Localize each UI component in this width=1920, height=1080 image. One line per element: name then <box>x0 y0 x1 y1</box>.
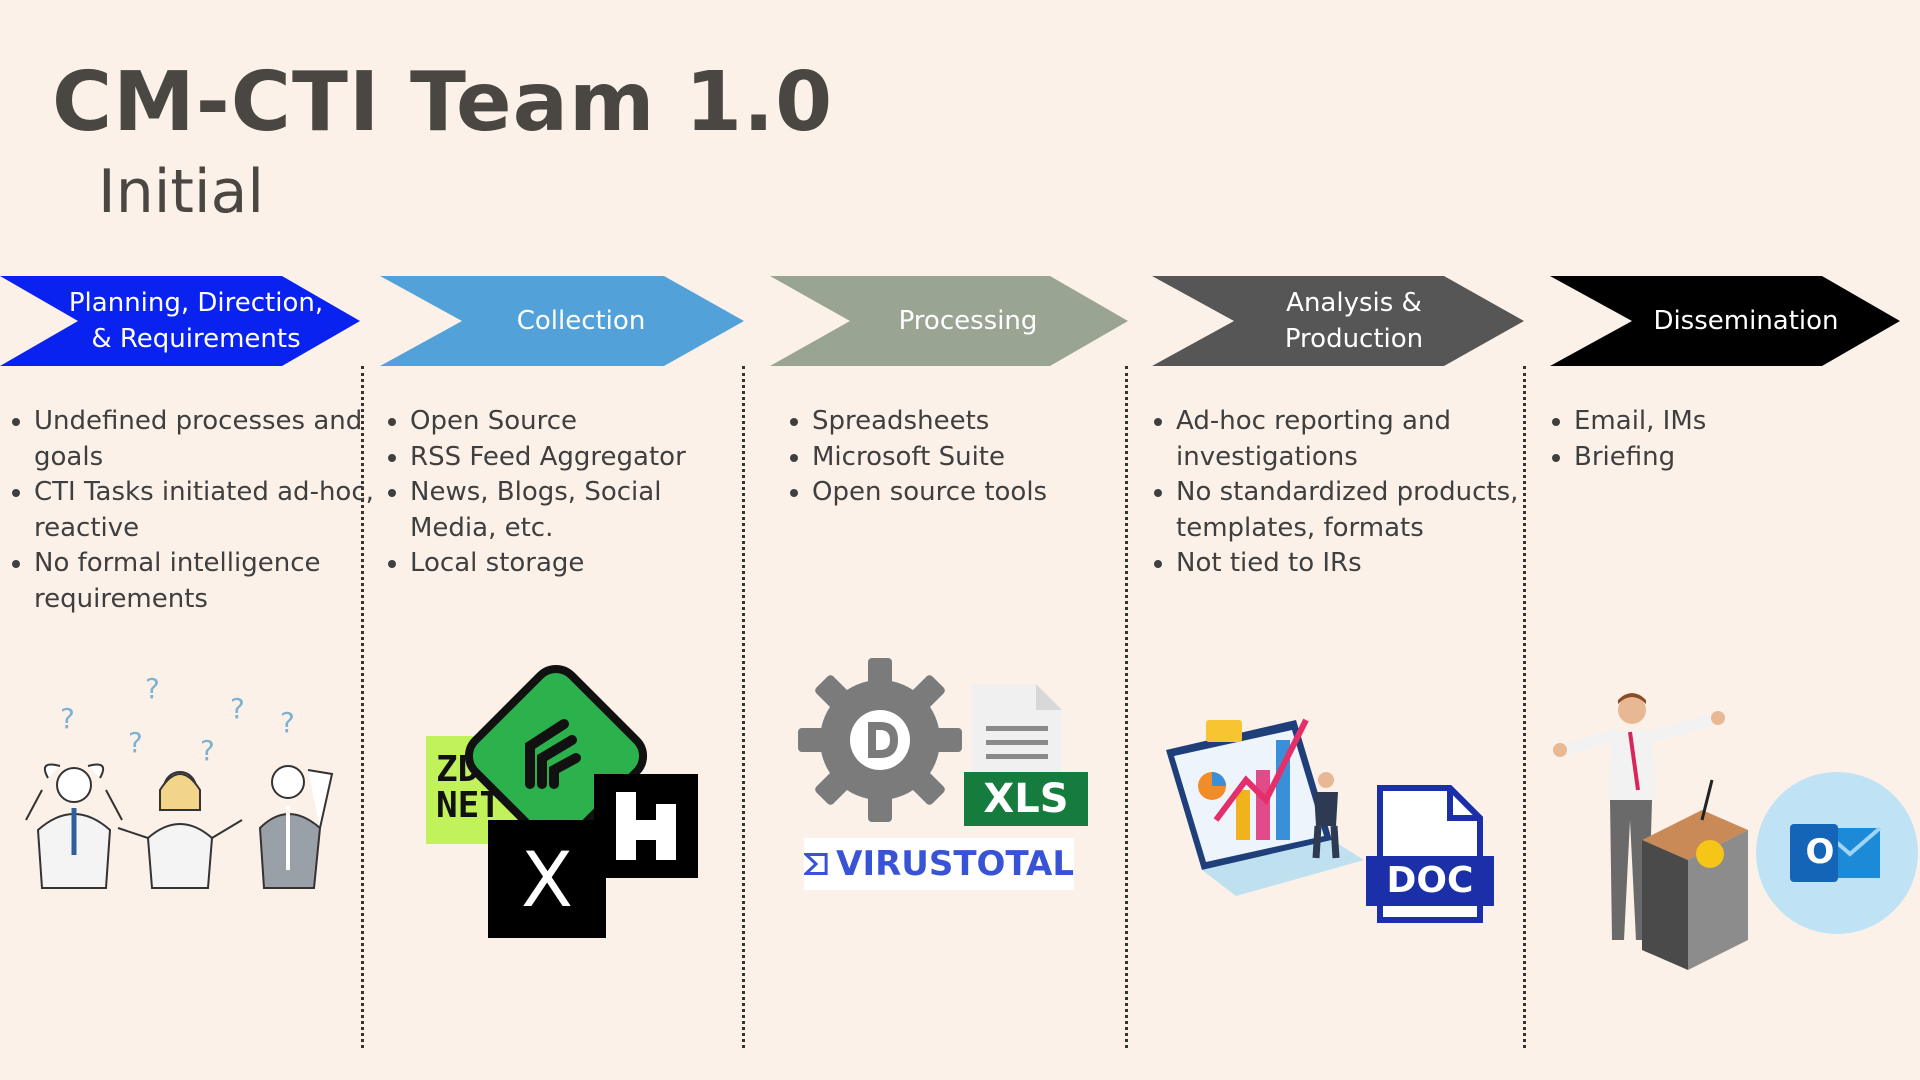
virustotal-wordmark: VIRUSTOTAL <box>836 844 1074 884</box>
list-item: Not tied to IRs <box>1176 546 1538 582</box>
list-item: Briefing <box>1574 440 1914 476</box>
list-item: Microsoft Suite <box>812 440 1142 476</box>
document-icon <box>972 684 1062 796</box>
stage-label: Collection <box>440 276 722 366</box>
column-divider <box>742 366 745 1048</box>
x-icon: X <box>520 834 574 924</box>
person-head-icon <box>56 767 92 803</box>
chevron-shape <box>1550 276 1900 366</box>
collection-bullets: Open Source RSS Feed Aggregator News, Bl… <box>388 404 756 582</box>
column-divider <box>361 366 364 1048</box>
column-divider <box>1523 366 1526 1048</box>
analysis-bullets: Ad-hoc reporting and investigations No s… <box>1154 404 1538 582</box>
collection-logos: ZD NET X <box>420 654 710 940</box>
analysis-illustration: DOC <box>1156 700 1496 930</box>
chevron-shape <box>1152 276 1524 366</box>
stage-label-line: Collection <box>516 306 646 336</box>
question-mark-icon: ? <box>128 726 143 759</box>
stage-arrow-processing: Processing <box>770 276 1130 366</box>
list-item: CTI Tasks initiated ad-hoc, reactive <box>34 475 374 546</box>
stage-label-line: Dissemination <box>1653 306 1839 336</box>
analytics-laptop-icon <box>1166 718 1364 896</box>
processing-bullets: Spreadsheets Microsoft Suite Open source… <box>790 404 1142 511</box>
list-item: Spreadsheets <box>812 404 1142 440</box>
list-item: RSS Feed Aggregator <box>410 440 756 476</box>
gear-icon <box>798 658 962 822</box>
outlook-logo: O <box>1756 772 1918 934</box>
page-subtitle: Initial <box>98 157 265 227</box>
list-item: Open Source <box>410 404 756 440</box>
stage-label-line: & Requirements <box>91 324 301 354</box>
stage-label: Planning, Direction, & Requirements <box>60 276 332 366</box>
list-item: No formal intelligence requirements <box>34 546 374 617</box>
dissemination-bullets: Email, IMs Briefing <box>1552 404 1914 475</box>
list-item: Open source tools <box>812 475 1142 511</box>
analyst-figure-icon <box>1312 772 1340 859</box>
chevron-shape <box>380 276 744 366</box>
list-item: Ad-hoc reporting and investigations <box>1176 404 1538 475</box>
question-mark-icon: ? <box>230 692 245 725</box>
virustotal-logo: VIRUSTOTAL <box>804 838 1074 890</box>
stage-label: Dissemination <box>1610 276 1882 366</box>
stage-arrow-collection: Collection <box>380 276 746 366</box>
list-item: Email, IMs <box>1574 404 1914 440</box>
zdnet-line: NET <box>436 785 502 826</box>
stage-label-line: Production <box>1284 324 1424 354</box>
outlook-icon: O <box>1805 832 1835 872</box>
stage-label-line: Analysis & <box>1286 288 1422 318</box>
xls-file-icon: XLS <box>964 680 1088 830</box>
stage-label-line: Processing <box>898 306 1038 336</box>
chevron-shape <box>0 276 360 366</box>
question-mark-icon: ? <box>145 672 160 705</box>
x-logo: X <box>488 820 606 938</box>
processing-logos: XLS VIRUSTOTAL <box>790 650 1090 900</box>
envelope-icon <box>1790 824 1882 882</box>
page-title: CM-CTI Team 1.0 <box>52 55 834 150</box>
h-icon <box>616 790 678 860</box>
stage-label: Processing <box>830 276 1106 366</box>
stage-label: Analysis & Production <box>1212 276 1496 366</box>
column-divider <box>1125 366 1128 1048</box>
list-item: News, Blogs, Social Media, etc. <box>410 475 756 546</box>
hacker-news-logo <box>594 774 698 878</box>
doc-badge: DOC <box>1366 856 1494 906</box>
question-mark-icon: ? <box>280 706 295 739</box>
list-item: Local storage <box>410 546 756 582</box>
xls-badge: XLS <box>964 772 1088 826</box>
list-item: Undefined processes and goals <box>34 404 374 475</box>
feedly-logo <box>454 654 658 858</box>
dissemination-illustration: O <box>1552 690 1918 980</box>
stage-arrow-dissemination: Dissemination <box>1550 276 1902 366</box>
stage-arrow-planning: Planning, Direction, & Requirements <box>0 276 362 366</box>
stage-arrow-analysis: Analysis & Production <box>1152 276 1526 366</box>
list-item: No standardized products, templates, for… <box>1176 475 1538 546</box>
confused-people-illustration: ? ? ? ? ? ? <box>25 672 334 889</box>
question-mark-icon: ? <box>200 734 215 767</box>
planning-bullets: Undefined processes and goals CTI Tasks … <box>12 404 374 617</box>
speaker-podium-icon <box>1553 693 1748 970</box>
feedly-icon <box>525 719 581 789</box>
doc-file-icon: DOC <box>1366 784 1496 924</box>
chevron-shape <box>770 276 1128 366</box>
question-mark-icon: ? <box>60 702 75 735</box>
virustotal-icon <box>804 852 828 876</box>
stage-label-line: Planning, Direction, <box>68 288 324 318</box>
